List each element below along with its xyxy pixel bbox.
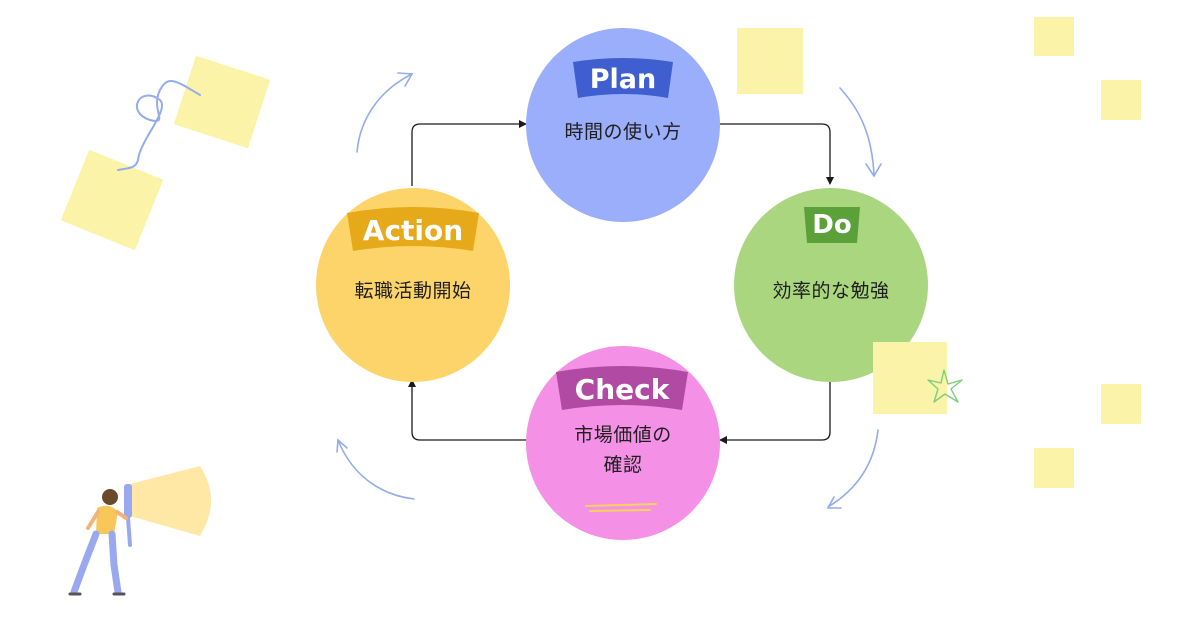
check-badge-label: Check xyxy=(574,372,670,406)
sticky-note xyxy=(873,342,947,414)
connector-do-check xyxy=(719,382,831,444)
check-badge: Check xyxy=(550,364,694,414)
plan-text: 時間の使い方 xyxy=(564,121,682,143)
do-badge-label: Do xyxy=(812,210,852,240)
action-badge: Action xyxy=(341,205,485,255)
scribble-string xyxy=(117,80,201,171)
sticky-note xyxy=(1101,384,1141,424)
sticky-note xyxy=(1034,448,1074,488)
connector-action-plan xyxy=(411,120,527,186)
accent-arrow-bottom-left xyxy=(337,439,415,500)
connector-plan-do xyxy=(720,123,834,185)
do-badge: Do xyxy=(799,203,865,247)
plan-badge-label: Plan xyxy=(589,63,657,95)
accent-arrow-top-right xyxy=(839,87,875,176)
sticky-note xyxy=(737,28,803,94)
action-badge-label: Action xyxy=(362,213,464,247)
plan-badge: Plan xyxy=(568,56,678,102)
connector-check-action xyxy=(408,379,527,441)
sticky-note xyxy=(1034,17,1074,56)
accent-arrow-bottom-right xyxy=(827,429,879,508)
do-text: 効率的な勉強 xyxy=(772,280,890,302)
check-text: 市場価値の 確認 xyxy=(574,424,672,476)
sticky-note xyxy=(1101,80,1141,120)
accent-arrow-top-left xyxy=(356,73,413,153)
action-text: 転職活動開始 xyxy=(354,280,472,302)
